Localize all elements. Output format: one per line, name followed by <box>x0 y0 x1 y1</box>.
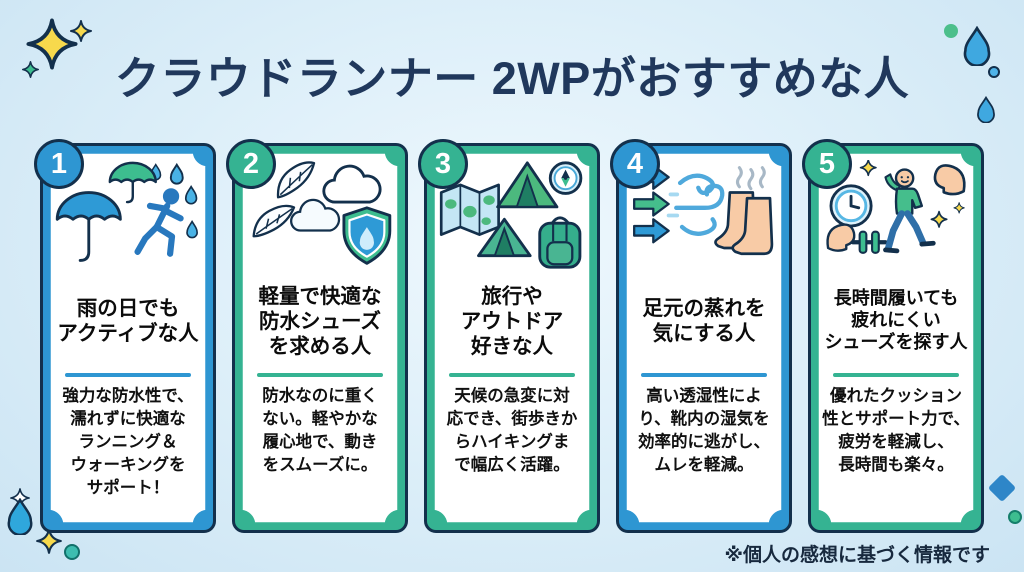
card-number-badge: 1 <box>34 139 84 189</box>
sparkle-icon <box>36 528 62 554</box>
card-number-badge: 2 <box>226 139 276 189</box>
sparkle-icon <box>70 20 92 42</box>
divider <box>449 373 575 377</box>
umbrella-rain-runner-icon <box>54 159 202 271</box>
water-drop-icon <box>7 498 33 535</box>
water-drop-icon <box>977 96 995 123</box>
card-rainy-active: 1 <box>34 139 216 533</box>
card-heading: 軽量で快適な 防水シューズ を求める人 <box>258 284 382 358</box>
card-travel-outdoor: 3 <box>418 139 600 533</box>
page-title: クラウドランナー 2WPがおすすめな人 <box>114 53 910 104</box>
card-long-wear-comfort: 5 <box>802 139 984 533</box>
sparkle-icon <box>26 18 78 70</box>
card-heading: 旅行や アウトドア 好きな人 <box>460 284 564 358</box>
diamond-icon <box>987 473 1017 503</box>
divider <box>65 373 191 377</box>
card-light-waterproof: 2 <box>226 139 408 533</box>
card-number-badge: 5 <box>802 139 852 189</box>
card-body: 天候の急変に対 応でき、街歩きか らハイキングま で幅広く活躍。 <box>446 386 578 474</box>
map-tent-compass-backpack-icon <box>438 159 586 271</box>
blue-dot-icon <box>988 66 1000 78</box>
sparkle-icon <box>22 61 39 78</box>
disclaimer-note: ※個人の感想に基づく情報です <box>724 545 990 566</box>
card-body: 防水なのに重く ない。軽やかな 履心地で、動き をスムーズに。 <box>262 386 378 474</box>
teal-dot-icon <box>64 544 80 560</box>
card-body: 優れたクッション 性とサポート力で、 疲労を軽減し、 長時間も楽々。 <box>822 386 970 474</box>
divider <box>833 373 959 377</box>
teal-dot-icon <box>1008 510 1022 524</box>
card-body: 強力な防水性で、 濡れずに快適な ランニング＆ ウォーキングを サポート！ <box>62 386 194 497</box>
card-body: 高い透湿性によ り、靴内の湿気を 効率的に逃がし、 ムレを軽減。 <box>638 386 770 474</box>
card-heading: 足元の蒸れを 気にする人 <box>642 297 766 345</box>
card-heading: 長時間履いても 疲れにくい シューズを探す人 <box>824 288 968 352</box>
card-heading: 雨の日でも アクティブな人 <box>57 297 199 345</box>
water-drop-icon <box>963 26 991 66</box>
card-breathability: 4 <box>610 139 792 533</box>
card-number-badge: 4 <box>610 139 660 189</box>
divider <box>641 373 767 377</box>
green-dot-icon <box>944 24 958 38</box>
feather-cloud-shield-icon <box>246 159 394 271</box>
cards-row: 1 <box>34 139 984 533</box>
card-number-badge: 3 <box>418 139 468 189</box>
divider <box>257 373 383 377</box>
clock-walker-muscle-icon <box>822 159 970 271</box>
